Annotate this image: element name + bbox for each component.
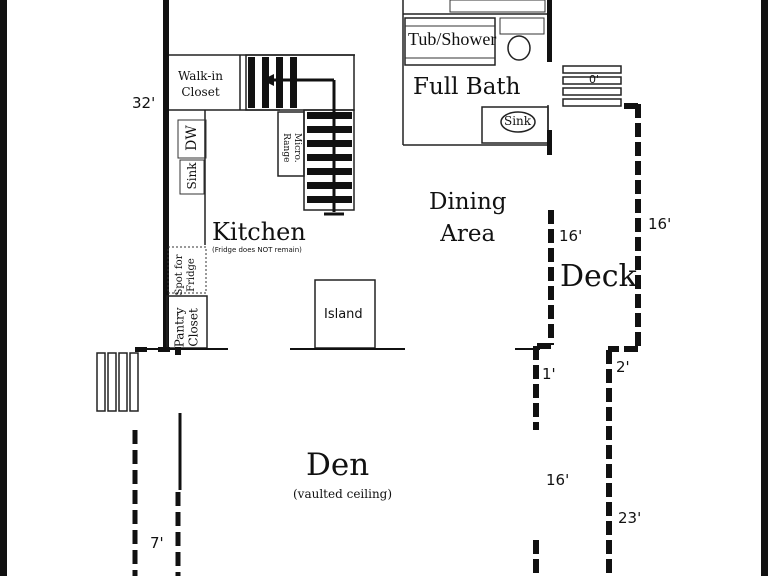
- dim-1: 1': [542, 365, 556, 383]
- dim-23: 23': [618, 509, 642, 527]
- fridge-note-label: (Fridge does NOT remain): [212, 246, 302, 254]
- right-border: [761, 0, 768, 576]
- dw-box: [177, 119, 207, 159]
- kitchen-sink-label: Sink: [185, 162, 199, 190]
- walk-in-closet-label: Walk-in Closet: [178, 69, 223, 100]
- bath-sink-label: Sink: [504, 114, 532, 128]
- kitchen-label: Kitchen: [212, 218, 306, 246]
- dining-area-label: Dining Area: [429, 189, 507, 248]
- spot-for-fridge-label: Spot for Fridge: [174, 254, 197, 296]
- tub-shower-label: Tub/Shower: [408, 29, 497, 49]
- dim-16-deck: 16': [648, 215, 672, 233]
- kitchen-west-wall: [163, 0, 169, 350]
- dim-2: 2': [616, 358, 630, 376]
- deck-steps: [562, 65, 622, 107]
- deck-label: Deck: [560, 259, 637, 294]
- dim-0: 0': [589, 73, 600, 86]
- deck-walls: [533, 103, 641, 576]
- den-left-steps: [96, 352, 139, 412]
- dim-16-den: 16': [546, 471, 570, 489]
- bathroom: [402, 0, 552, 155]
- den-left-walls: [132, 430, 181, 576]
- dim-7: 7': [150, 534, 164, 552]
- dim-32: 32': [132, 94, 156, 112]
- full-bath-label: Full Bath: [413, 74, 521, 100]
- den-label: Den: [306, 447, 370, 483]
- vaulted-ceiling-label: (vaulted ceiling): [293, 487, 393, 501]
- dim-16-dining: 16': [559, 227, 583, 245]
- island-label: Island: [324, 307, 363, 322]
- kitchen-sink-box: [179, 159, 205, 195]
- pantry-closet-label: Pantry Closet: [172, 307, 201, 348]
- micro-range-label: Micro. Range: [281, 133, 302, 163]
- left-border: [0, 0, 7, 576]
- fridge-spot: [167, 246, 207, 294]
- dw-label: DW: [184, 125, 200, 151]
- micro-range-box: [277, 111, 305, 177]
- stairs: [245, 54, 355, 216]
